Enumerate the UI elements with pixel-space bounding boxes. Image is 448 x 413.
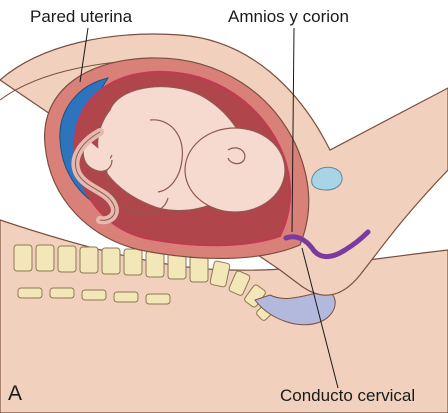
fetus-head: [185, 128, 285, 212]
label-cervical-canal: Conducto cervical: [280, 387, 415, 404]
label-amnion-chorion: Amnios y corion: [228, 8, 349, 25]
panel-letter: A: [8, 383, 22, 404]
label-uterine-wall: Pared uterina: [30, 8, 132, 25]
